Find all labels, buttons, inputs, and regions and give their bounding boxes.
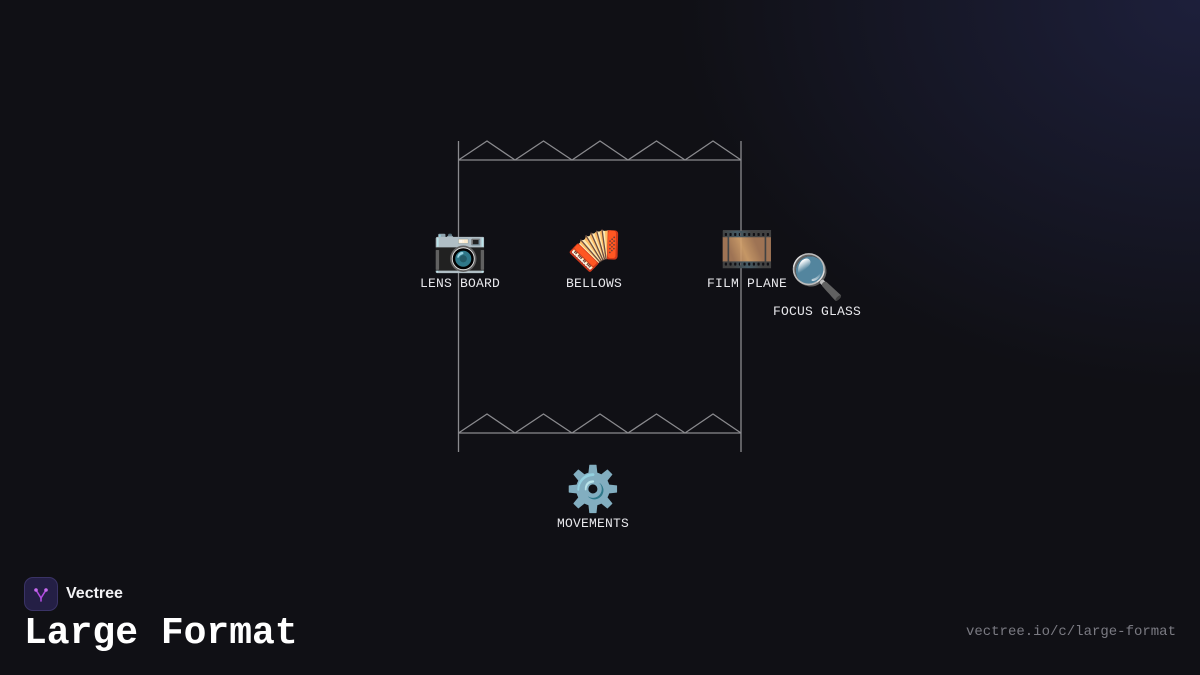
page-url[interactable]: vectree.io/c/large-format xyxy=(965,624,1176,640)
node-label: LENS BOARD xyxy=(419,276,501,291)
bottom-bellows-zigzag xyxy=(458,413,742,434)
brand-name: Vectree xyxy=(66,585,123,602)
node-movements: ⚙️ MOVEMENTS xyxy=(556,464,630,532)
page-title: Large Format xyxy=(24,612,298,655)
node-bellows: 🪗 BELLOWS xyxy=(565,224,623,292)
camera-icon: 📷 xyxy=(432,224,488,275)
node-label: FOCUS GLASS xyxy=(772,304,862,319)
node-label: BELLOWS xyxy=(565,276,623,291)
gear-icon: ⚙️ xyxy=(565,464,621,515)
accordion-icon: 🪗 xyxy=(566,224,622,275)
film-frames-icon: 🎞️ xyxy=(719,224,775,275)
top-bellows-zigzag xyxy=(458,140,742,161)
node-label: FILM PLANE xyxy=(706,276,788,291)
node-lens-board: 📷 LENS BOARD xyxy=(419,224,501,292)
node-focus-glass: 🔍 FOCUS GLASS xyxy=(772,252,862,320)
node-film-plane: 🎞️ FILM PLANE xyxy=(706,224,788,292)
brand: Vectree xyxy=(24,577,123,611)
vectree-logo-icon xyxy=(24,577,58,611)
magnifying-glass-icon: 🔍 xyxy=(789,252,845,303)
node-label: MOVEMENTS xyxy=(556,516,630,531)
